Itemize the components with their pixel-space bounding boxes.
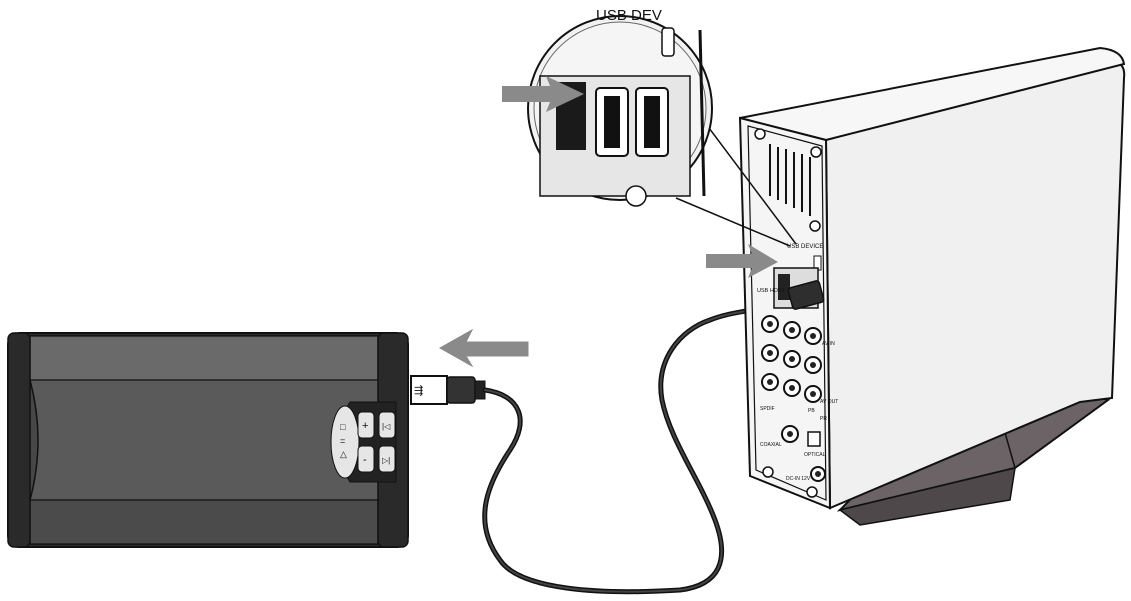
arrow-icon xyxy=(438,328,529,368)
label-usb-host: USB HOST xyxy=(757,288,786,294)
arrow-icon xyxy=(502,76,584,112)
label-spdif: SPDIF xyxy=(760,406,775,412)
external-hard-drive: □ = △ + - |◁ ▷| xyxy=(7,332,409,548)
label-av-out: AV OUT xyxy=(820,399,838,405)
svg-text:+: + xyxy=(362,420,368,432)
label-coaxial: COAXIAL xyxy=(760,442,782,448)
svg-text:▷|: ▷| xyxy=(382,456,390,465)
svg-text:=: = xyxy=(340,436,345,446)
svg-text:|◁: |◁ xyxy=(382,422,391,431)
label-av-in: AV IN xyxy=(822,341,835,347)
label-pb: PB xyxy=(808,408,815,414)
svg-text:□: □ xyxy=(340,422,346,432)
usb-icon: ⇶ xyxy=(414,384,423,397)
magnifier-callout: USB DEV xyxy=(527,7,797,247)
arrow-icon xyxy=(706,244,778,278)
usb-cable: ⇶ xyxy=(410,303,771,595)
label-dc-in: DC-IN 12V xyxy=(786,476,811,482)
drive-control-pad: □ = △ + - |◁ ▷| xyxy=(330,401,397,483)
svg-text:△: △ xyxy=(340,449,347,459)
media-player: USB DEVICE USB HOST AV IN AV OUT PB PR S… xyxy=(738,46,1126,526)
label-usb-device: USB DEVICE xyxy=(787,244,823,250)
zoom-label-usb-device: USB DEV xyxy=(596,7,662,24)
svg-text:-: - xyxy=(363,454,367,466)
label-optical: OPTICAL xyxy=(804,452,826,458)
label-pr: PR xyxy=(820,416,827,422)
